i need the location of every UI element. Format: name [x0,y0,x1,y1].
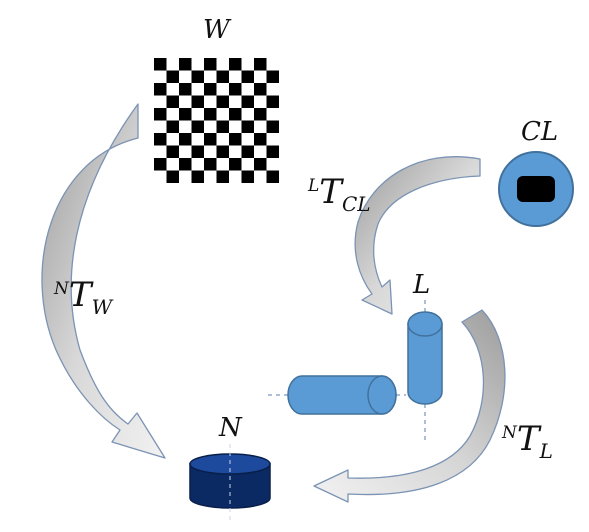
checker-square [179,133,192,146]
checker-square [216,170,229,183]
label-world: W [203,15,232,45]
checker-square [179,158,192,171]
checker-square [216,145,229,158]
checker-square [229,133,242,146]
checker-square [204,108,217,121]
checker-square [204,58,217,71]
checker-square [204,133,217,146]
checker-square [166,145,179,158]
checker-square [154,133,167,146]
checkerboard-target [154,58,279,183]
checker-square [154,83,167,96]
checker-square [191,145,204,158]
checker-square [191,170,204,183]
checker-square [266,170,279,183]
checker-square [154,108,167,121]
arrow-world-to-nav [41,103,166,459]
checker-square [216,70,229,83]
checker-square [241,70,254,83]
checker-square [254,108,267,121]
checker-square [229,158,242,171]
checker-square [266,145,279,158]
transform-n-t-w: NTW [53,275,114,319]
label-lidar: L [412,270,430,300]
checker-square [154,58,167,71]
checker-square [191,120,204,133]
checker-square [166,170,179,183]
arrow-camera-to-lidar [354,156,481,315]
nav-unit [189,444,271,524]
checker-square [266,70,279,83]
checker-square [179,83,192,96]
checker-square [229,108,242,121]
checker-square [254,83,267,96]
checker-square [191,70,204,83]
checker-square [229,58,242,71]
checker-square [266,120,279,133]
checker-square [254,133,267,146]
transform-n-t-l: NTL [501,419,553,463]
checker-square [254,158,267,171]
checker-square [191,95,204,108]
label-camera: CL [521,117,558,147]
checker-square [204,158,217,171]
transform-l-t-cl: LTCL [307,172,371,216]
checker-square [154,158,167,171]
checker-square [241,95,254,108]
lidar-horizontal-cylinder [268,375,406,415]
camera-sensor [498,151,574,227]
checker-square [254,58,267,71]
checker-square [241,170,254,183]
checker-square [166,95,179,108]
checker-square [216,120,229,133]
checker-square [241,120,254,133]
checker-square [216,95,229,108]
checker-square [266,95,279,108]
lidar-sensor [407,300,443,442]
checker-square [166,70,179,83]
arrow-lidar-to-nav [313,309,506,503]
label-nav: N [218,413,243,443]
checker-square [229,83,242,96]
checker-square [179,58,192,71]
checker-square [241,145,254,158]
checker-square [166,120,179,133]
checker-square [204,83,217,96]
checker-square [179,108,192,121]
